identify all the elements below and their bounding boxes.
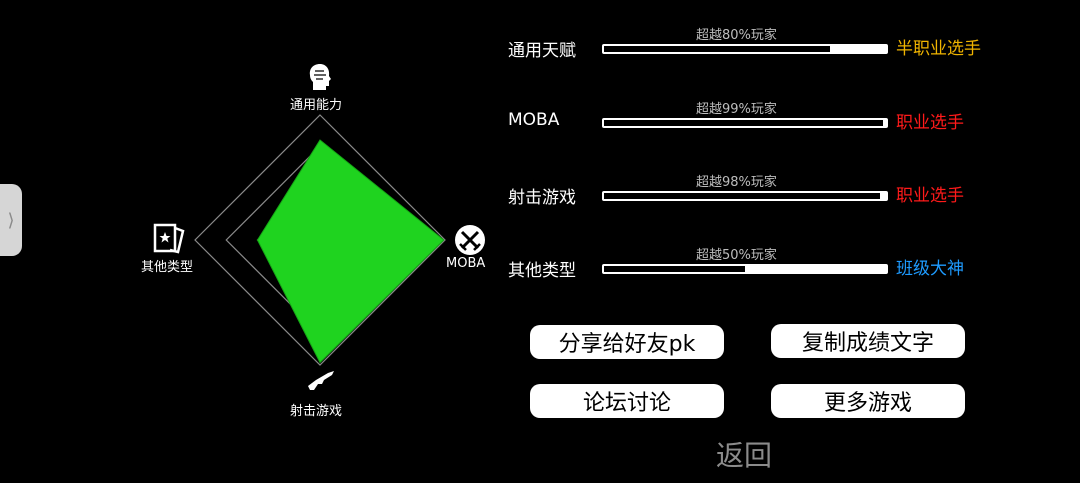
stat-row-shooter: 射击游戏 超越98%玩家 职业选手	[508, 171, 1068, 211]
axis-label-general: 通用能力	[290, 98, 343, 113]
stat-caption: 超越99%玩家	[696, 102, 777, 117]
rifle-icon	[308, 371, 334, 390]
stat-row-general: 通用天赋 超越80%玩家 半职业选手	[508, 24, 1068, 64]
stat-rank: 职业选手	[896, 186, 964, 206]
stat-progress-bar	[602, 264, 888, 274]
stat-progress-fill	[604, 266, 745, 272]
side-drawer-tab[interactable]: ⟩	[0, 184, 22, 256]
axis-label-other: 其他类型	[141, 260, 194, 275]
cards-icon	[153, 223, 185, 254]
stat-progress-fill	[604, 120, 884, 126]
stat-rank: 职业选手	[896, 113, 964, 133]
stat-progress-fill	[604, 193, 881, 199]
stat-name: 其他类型	[508, 261, 576, 281]
forum-button[interactable]: 论坛讨论	[530, 384, 724, 418]
swords-icon	[455, 225, 485, 255]
axis-label-moba: MOBA	[446, 256, 486, 271]
copy-results-button[interactable]: 复制成绩文字	[771, 324, 965, 358]
stat-name: 射击游戏	[508, 188, 576, 208]
axis-label-shooter: 射击游戏	[290, 404, 343, 419]
more-games-button[interactable]: 更多游戏	[771, 384, 965, 418]
stat-progress-bar	[602, 118, 888, 128]
stat-caption: 超越80%玩家	[696, 28, 777, 43]
stat-row-other: 其他类型 超越50%玩家 班级大神	[508, 244, 1068, 284]
stat-progress-bar	[602, 44, 888, 54]
head-icon	[309, 64, 331, 90]
radar-svg	[194, 114, 446, 366]
radar-chart: 通用能力 MOBA 射击游戏 其他类型	[130, 60, 510, 420]
stat-rank: 半职业选手	[896, 39, 981, 59]
stat-row-moba: MOBA 超越99%玩家 职业选手	[508, 98, 1068, 138]
chevron-right-icon: ⟩	[7, 209, 15, 231]
stat-name: MOBA	[508, 110, 560, 130]
stat-rank: 班级大神	[896, 259, 964, 279]
stat-caption: 超越50%玩家	[696, 248, 777, 263]
stat-progress-bar	[602, 191, 888, 201]
stat-name: 通用天赋	[508, 41, 576, 61]
radar-grid-ring	[194, 114, 446, 366]
share-pk-button[interactable]: 分享给好友pk	[530, 325, 724, 359]
stat-caption: 超越98%玩家	[696, 175, 777, 190]
stat-progress-fill	[604, 46, 830, 52]
radar-value-polygon	[256, 139, 445, 364]
back-button[interactable]: 返回	[716, 439, 773, 472]
